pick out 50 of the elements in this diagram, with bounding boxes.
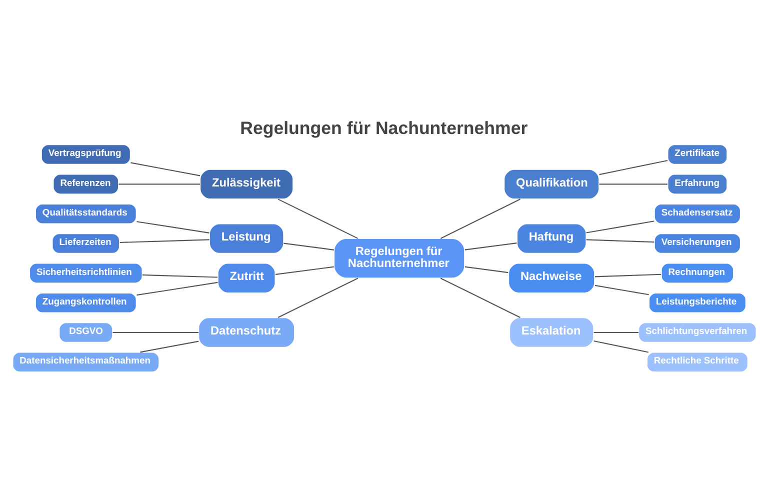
node-box: Qualifikation bbox=[504, 168, 600, 200]
connector bbox=[599, 184, 668, 185]
node-box: Versicherungen bbox=[654, 233, 741, 254]
node-box: Datenschutz bbox=[198, 317, 296, 348]
node-box: DSGVO bbox=[58, 322, 114, 343]
node-box: Nachweise bbox=[508, 262, 596, 294]
node-box: Zutritt bbox=[217, 262, 276, 294]
connector bbox=[594, 332, 639, 334]
connector bbox=[586, 220, 654, 234]
node-box: Leistungsberichte bbox=[648, 292, 746, 314]
node-box: Zulässigkeit bbox=[200, 168, 294, 200]
node-box: Eskalation bbox=[509, 317, 594, 348]
node-box: Schadensersatz bbox=[654, 203, 741, 224]
node-box: Zertifikate bbox=[667, 144, 728, 165]
connector bbox=[120, 239, 210, 244]
connector bbox=[130, 162, 200, 176]
node-box: Vertragsprüfung bbox=[40, 144, 131, 165]
node-box: Zugangskontrollen bbox=[34, 292, 137, 314]
node-box: Referenzen bbox=[52, 174, 120, 195]
node-box: Datensicherheitsmaßnahmen bbox=[12, 352, 160, 373]
connector bbox=[440, 278, 520, 318]
connector bbox=[464, 242, 517, 250]
connector bbox=[599, 160, 668, 176]
connector bbox=[112, 332, 199, 334]
connector bbox=[594, 274, 662, 278]
connector bbox=[278, 198, 358, 239]
node-box: Rechnungen bbox=[660, 262, 734, 284]
connector bbox=[140, 340, 199, 353]
connector bbox=[440, 198, 520, 239]
connector bbox=[464, 266, 508, 274]
connector bbox=[142, 274, 218, 278]
node-box: Sicherheitsrichtlinien bbox=[29, 262, 143, 284]
connector bbox=[118, 184, 200, 185]
connector bbox=[136, 221, 210, 234]
node-box: Lieferzeiten bbox=[52, 233, 120, 254]
node-box: Rechtliche Schritte bbox=[646, 352, 748, 373]
connector bbox=[594, 340, 648, 353]
connector bbox=[586, 239, 654, 243]
node-box: Haftung bbox=[516, 223, 587, 254]
node-box: Leistung bbox=[209, 223, 284, 254]
connector bbox=[284, 242, 334, 250]
connector bbox=[278, 278, 358, 318]
node-box: Erfahrung bbox=[667, 174, 728, 195]
node-box: Qualitätsstandards bbox=[34, 203, 137, 224]
diagram-title: Regelungen für Nachunternehmer bbox=[240, 118, 528, 138]
node-box: Schlichtungsverfahren bbox=[638, 322, 757, 343]
connector bbox=[276, 266, 334, 275]
connector bbox=[136, 282, 218, 296]
node-box: Regelungen für Nachunternehmer bbox=[334, 238, 466, 279]
connector bbox=[594, 284, 649, 296]
